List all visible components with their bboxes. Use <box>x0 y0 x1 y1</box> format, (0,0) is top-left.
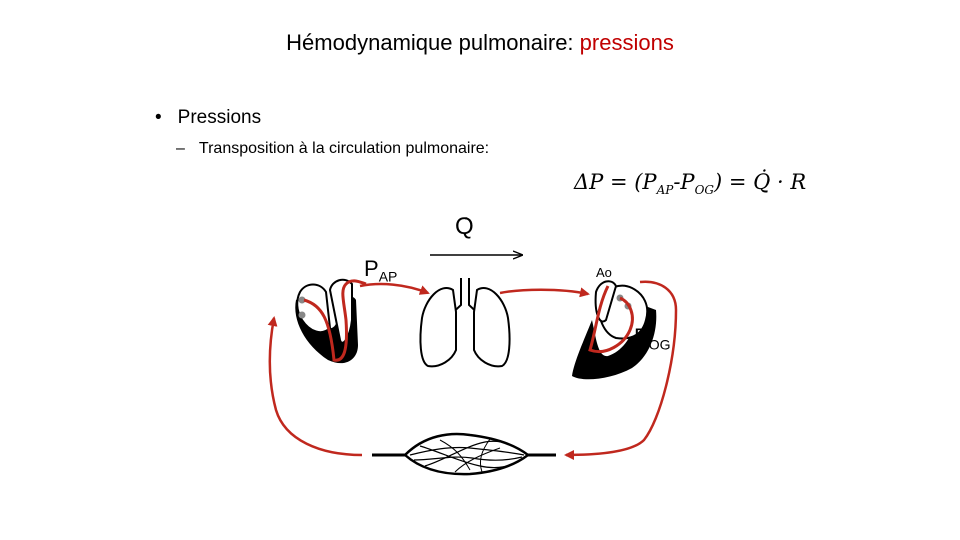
bullet-item: • Pressions <box>155 107 261 129</box>
pog-label: POG <box>634 324 670 352</box>
pulmonary-artery-arrow <box>359 282 430 295</box>
pap-sub: AP <box>378 268 398 285</box>
formula-sub-ap: AP <box>656 183 674 198</box>
bullet-marker: • <box>155 107 162 128</box>
pap-label: PAP <box>364 256 397 284</box>
q-letter: Q <box>455 213 474 240</box>
circulation-arrows <box>267 280 678 460</box>
left-heart-icon <box>572 280 657 380</box>
sub-bullet-text: Transposition à la circulation pulmonair… <box>198 140 490 157</box>
pressure-formula: ΔP = (PAP-POG) = Q̇ · R <box>574 170 806 197</box>
right-heart-icon <box>295 278 367 364</box>
bullet-text: Pressions <box>177 107 262 128</box>
pap-main: P <box>364 256 379 281</box>
pog-main: P <box>634 324 649 349</box>
formula-sub-og: OG <box>694 183 714 198</box>
systemic-capillaries-icon <box>372 432 556 476</box>
title-main: Hémodynamique pulmonaire: <box>286 30 580 55</box>
lungs-icon <box>419 278 511 368</box>
aorta-label: Ao <box>596 265 612 280</box>
title-accent: pressions <box>579 30 674 55</box>
formula-delta-p: ΔP = (P <box>574 170 657 194</box>
pulmonary-vein-arrow <box>499 287 590 298</box>
formula-rest: ) = Q̇ · R <box>714 170 807 194</box>
systemic-venous-arrow <box>267 316 363 457</box>
pog-sub: OG <box>648 336 671 353</box>
dash-marker: – <box>176 140 185 157</box>
formula-minus: -P <box>673 170 695 194</box>
q-dot-label: · Q <box>455 207 474 241</box>
sub-bullet-item: – Transposition à la circulation pulmona… <box>176 140 489 158</box>
slide-title: Hémodynamique pulmonaire: pressions <box>0 30 960 56</box>
systemic-arterial-arrow <box>564 280 678 460</box>
q-dot-mark: · <box>463 207 470 229</box>
